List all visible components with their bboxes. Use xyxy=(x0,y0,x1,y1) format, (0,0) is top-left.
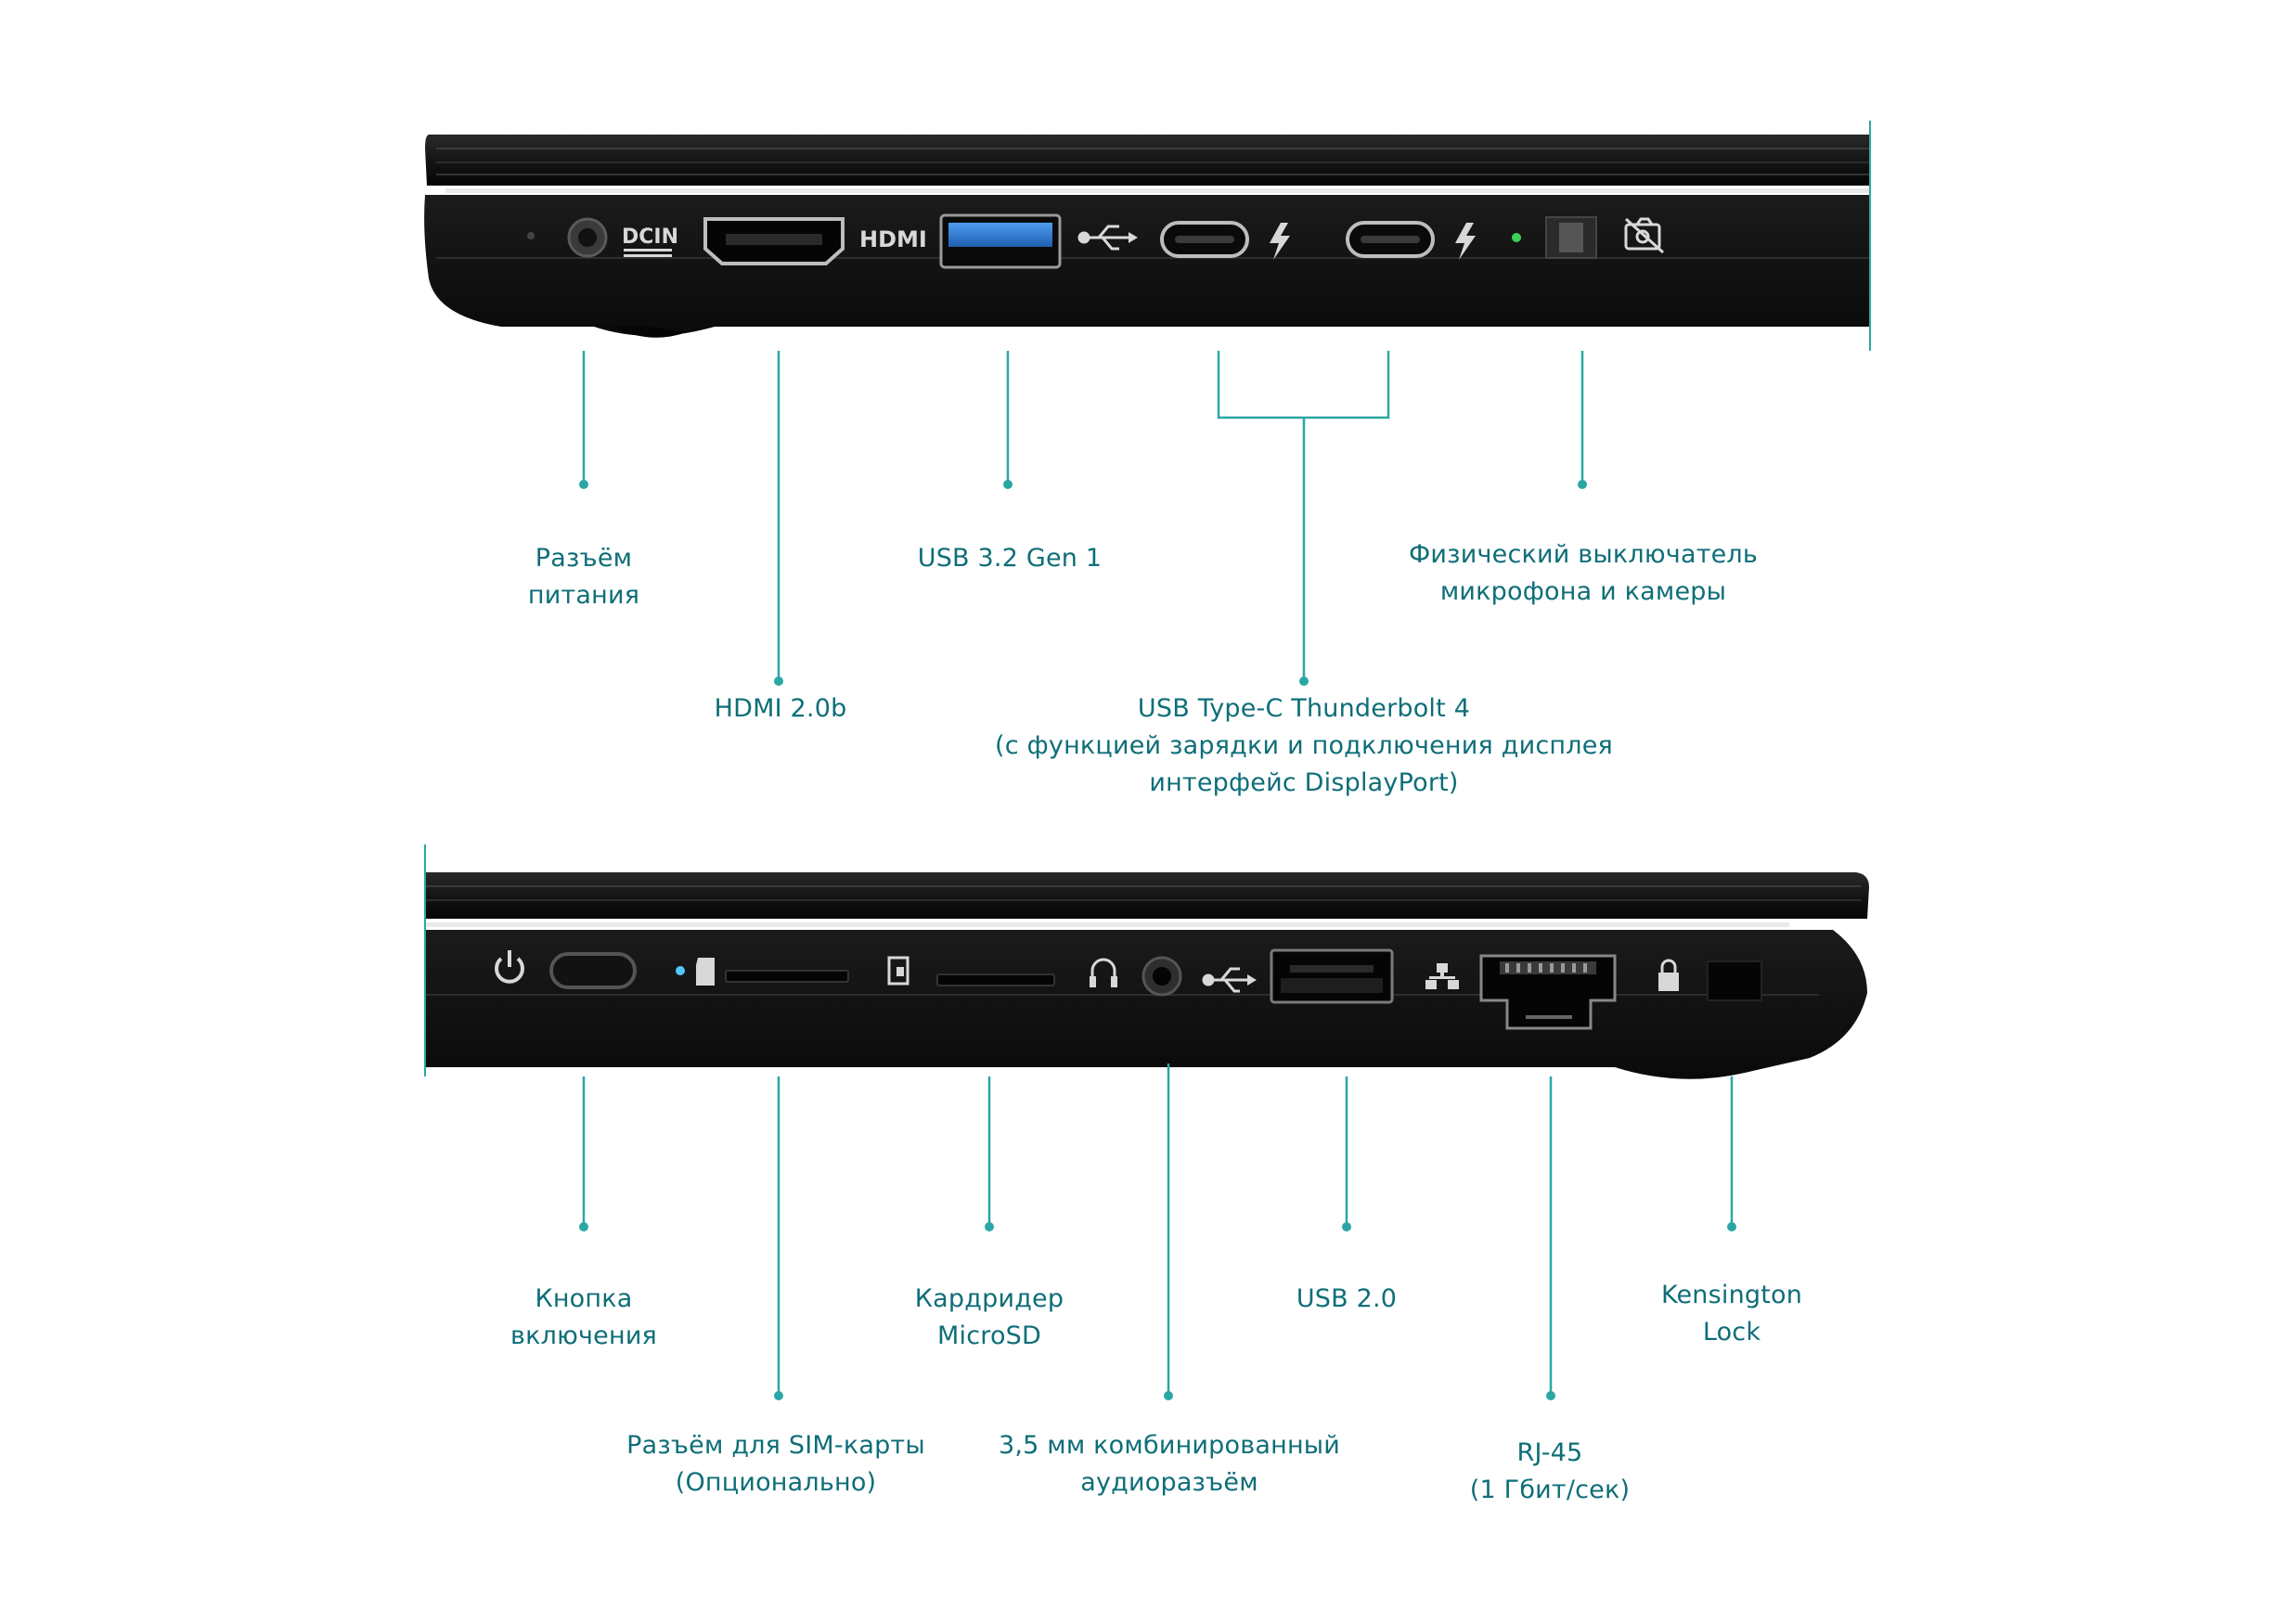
label-audio-jack: 3,5 мм комбинированный аудиоразъём xyxy=(999,1427,1340,1502)
label-line: микрофона и камеры xyxy=(1439,577,1727,606)
privacy-slider-switch-icon[interactable] xyxy=(1545,216,1597,259)
label-line: Физический выключатель xyxy=(1408,540,1759,569)
usb-type-c-port-1-icon[interactable] xyxy=(1160,221,1249,258)
label-line: аудиоразъём xyxy=(1080,1468,1258,1497)
label-line: (с функцией зарядки и подключения диспле… xyxy=(995,731,1613,760)
sd-card-icon xyxy=(887,956,909,986)
label-usb20: USB 2.0 xyxy=(1296,1281,1397,1318)
status-led-green xyxy=(1512,233,1521,242)
laptop-left-side xyxy=(424,844,1869,1079)
label-line: MicroSD xyxy=(937,1321,1041,1350)
callout-lines xyxy=(579,351,1736,1400)
label-thunderbolt: USB Type-C Thunderbolt 4 (с функцией зар… xyxy=(995,690,1613,802)
label-line: (1 Гбит/сек) xyxy=(1469,1476,1631,1504)
label-line: Кардридер xyxy=(914,1284,1064,1313)
label-power-jack: Разъём питания xyxy=(528,540,639,614)
label-line: включения xyxy=(509,1321,658,1350)
label-line: Разъём xyxy=(535,544,633,573)
label-line: 3,5 мм комбинированный xyxy=(998,1431,1341,1460)
dc-power-jack-icon xyxy=(567,217,608,258)
svg-text:DCIN: DCIN xyxy=(622,226,678,249)
network-icon xyxy=(1425,963,1459,989)
label-line: Разъём для SIM-карты xyxy=(626,1431,925,1460)
label-power-button: Кнопка включения xyxy=(510,1281,657,1355)
camera-off-icon xyxy=(1624,217,1665,254)
laptop-right-side: DCIN HDMI xyxy=(424,121,1871,351)
label-line: HDMI 2.0b xyxy=(714,694,847,723)
usb-type-c-port-2-icon[interactable] xyxy=(1346,221,1435,258)
label-hdmi: HDMI 2.0b xyxy=(715,690,847,728)
hdmi-port-icon[interactable] xyxy=(703,217,845,265)
hdmi-text-icon: HDMI xyxy=(859,226,927,252)
label-line: USB Type-C Thunderbolt 4 xyxy=(1137,694,1471,723)
audio-jack-icon[interactable] xyxy=(1142,956,1182,997)
microsd-slot-icon[interactable] xyxy=(936,973,1055,986)
label-line: USB 2.0 xyxy=(1296,1284,1398,1313)
sim-card-icon xyxy=(696,958,715,986)
label-line: интерфейс DisplayPort) xyxy=(1149,768,1459,797)
power-button-icon[interactable] xyxy=(549,952,637,989)
headphones-icon xyxy=(1090,958,1117,987)
label-line: питания xyxy=(527,581,640,610)
indicator-hole-icon xyxy=(527,232,535,239)
usb-3-port-icon[interactable] xyxy=(939,213,1062,269)
kensington-lock-slot-icon[interactable] xyxy=(1707,960,1762,1001)
label-line: USB 3.2 Gen 1 xyxy=(917,544,1103,573)
label-line: Kensington xyxy=(1660,1281,1803,1309)
label-line: (Опционально) xyxy=(675,1468,877,1497)
thunderbolt-icon-1 xyxy=(1270,223,1290,260)
label-microsd: Кардридер MicroSD xyxy=(915,1281,1064,1355)
dc-in-label-icon: DCIN xyxy=(622,226,678,257)
usb-symbol-2-icon xyxy=(1202,967,1257,993)
sim-card-slot-icon[interactable] xyxy=(725,970,849,983)
label-line: Кнопка xyxy=(535,1284,633,1313)
label-line: Lock xyxy=(1702,1318,1761,1347)
label-usb32: USB 3.2 Gen 1 xyxy=(918,540,1103,577)
thunderbolt-icon-2 xyxy=(1455,223,1476,260)
label-sim-slot: Разъём для SIM-карты (Опционально) xyxy=(626,1427,925,1502)
label-rj45: RJ-45 (1 Гбит/сек) xyxy=(1470,1435,1630,1509)
status-led-blue xyxy=(676,966,685,975)
usb-symbol-icon xyxy=(1077,225,1138,251)
label-privacy-switch: Физический выключатель микрофона и камер… xyxy=(1409,536,1758,611)
power-symbol-icon xyxy=(495,950,524,984)
label-line: RJ-45 xyxy=(1516,1438,1583,1467)
label-kensington: Kensington Lock xyxy=(1661,1277,1802,1351)
lock-icon xyxy=(1658,959,1679,991)
rj45-port-icon[interactable] xyxy=(1479,954,1617,1030)
usb-2-port-icon[interactable] xyxy=(1270,948,1394,1004)
